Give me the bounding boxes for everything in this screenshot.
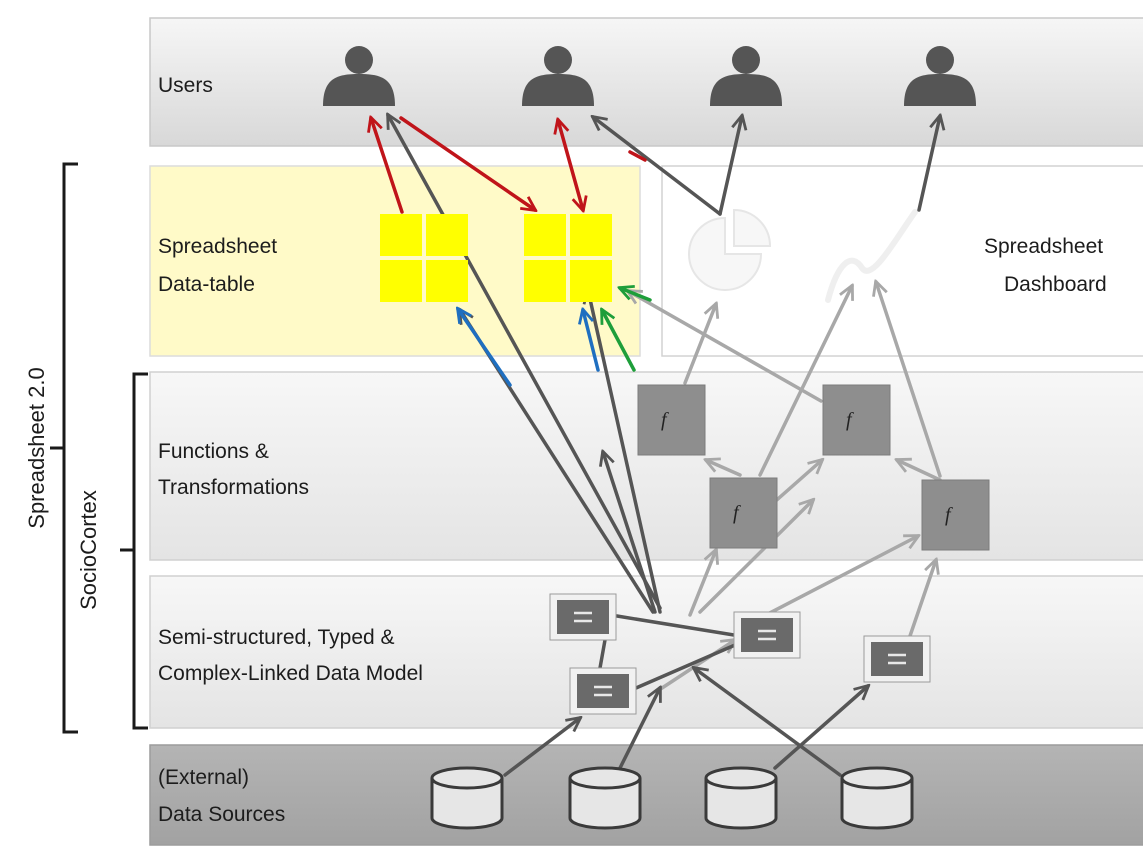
function-icon: f [637, 384, 706, 456]
datatable-label-line1: Spreadsheet [158, 235, 277, 258]
line-chart-icon [825, 209, 918, 303]
svg-text:f: f [945, 504, 953, 526]
database-icon [430, 766, 504, 830]
function-icon: f [822, 384, 891, 456]
svg-text:f: f [733, 502, 741, 524]
record-icon [733, 611, 801, 659]
sociocortex-label: SocioCortex [76, 490, 101, 610]
sources-label-line1: (External) [158, 766, 249, 789]
database-icon [704, 766, 778, 830]
svg-text:f: f [846, 409, 854, 431]
spreadsheet-bracket [50, 162, 78, 734]
datatable-label-line2: Data-table [158, 273, 255, 296]
functions-label-line2: Transformations [158, 476, 309, 499]
spreadsheet-2-0-label: Spreadsheet 2.0 [24, 367, 49, 528]
functions-label-line1: Functions & [158, 440, 269, 463]
users-layer [149, 17, 1143, 147]
sources-label-line2: Data Sources [158, 803, 285, 826]
grid-icon [380, 214, 468, 302]
svg-text:f: f [661, 409, 669, 431]
database-icon [568, 766, 642, 830]
sociocortex-bracket [120, 372, 148, 730]
datamodel-label-line2: Complex-Linked Data Model [158, 662, 423, 685]
function-icon: f [709, 477, 778, 549]
datamodel-label-line1: Semi-structured, Typed & [158, 626, 395, 649]
record-icon [549, 593, 617, 641]
function-icon: f [921, 479, 990, 551]
pie-chart-icon [688, 208, 772, 291]
grid-icon [524, 214, 612, 302]
users-label: Users [158, 74, 213, 97]
arrows [371, 115, 940, 777]
sources-layer [149, 744, 1143, 846]
dashboard-label-line2: Dashboard [1004, 273, 1107, 296]
record-icon [863, 635, 931, 683]
dashboard-label-line1: Spreadsheet [984, 235, 1103, 258]
record-icon [569, 667, 637, 715]
database-icon [840, 766, 914, 830]
